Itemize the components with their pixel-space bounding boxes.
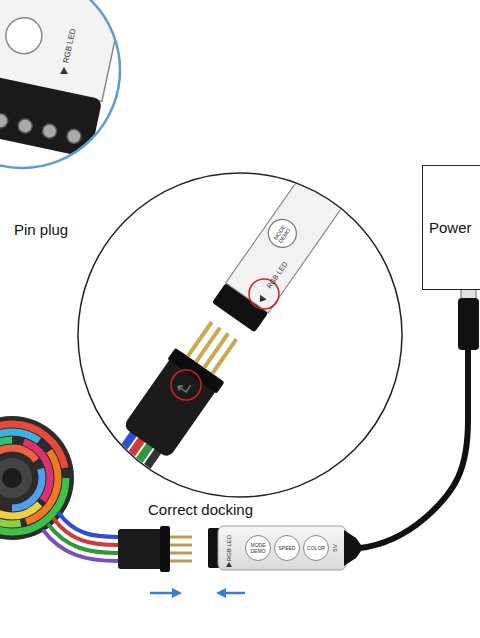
part-label: 5V bbox=[332, 544, 338, 551]
button-label: SPEED bbox=[279, 546, 296, 551]
pin-connector bbox=[118, 526, 192, 572]
part-label: RGB LED bbox=[226, 535, 232, 561]
box-label: Power bbox=[429, 219, 480, 236]
power-box: Power bbox=[422, 165, 480, 290]
docking-arrows bbox=[150, 588, 245, 598]
caption-label: Pin plug bbox=[14, 222, 68, 237]
caption-label: Correct docking bbox=[148, 502, 253, 517]
button-label: COLOR bbox=[307, 546, 325, 551]
button-label: MODE DEMO bbox=[248, 543, 268, 554]
strip-wires bbox=[43, 512, 118, 561]
zoom-circle bbox=[0, 0, 131, 168]
controller bbox=[208, 348, 468, 570]
led-reel bbox=[0, 416, 74, 540]
detail-circle bbox=[61, 141, 402, 546]
